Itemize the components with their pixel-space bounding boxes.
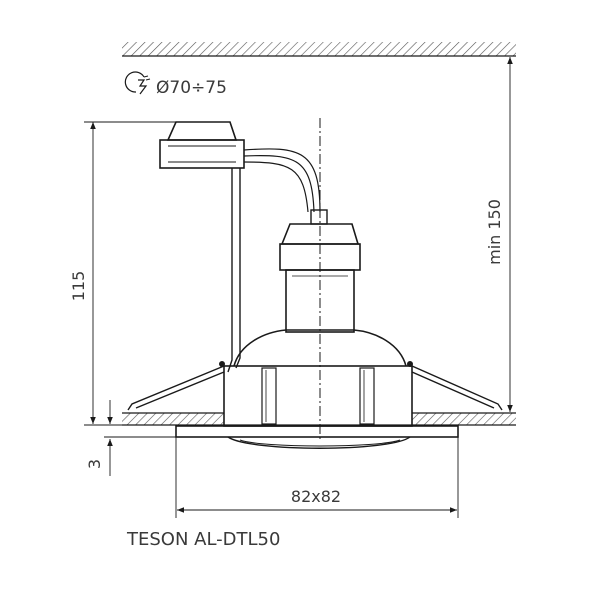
width-dimension: 82x82 (175, 437, 459, 518)
hole-saw-icon (124, 71, 151, 95)
cutout-note: Ø70÷75 (124, 71, 227, 98)
flange-label: 3 (85, 459, 104, 469)
trim-flange (175, 425, 459, 449)
mounting-bracket (227, 168, 241, 373)
height-dimension: 115 (69, 121, 176, 426)
flange-dimension: 3 (85, 400, 176, 476)
ceiling-panel (122, 412, 516, 426)
min-depth-dimension: min 150 (485, 57, 513, 412)
reflector-dome (233, 329, 407, 367)
lamp-socket (279, 209, 361, 333)
spring-clip-left (127, 361, 225, 411)
width-label: 82x82 (291, 487, 341, 506)
spring-clip-right (407, 361, 503, 411)
housing-body (223, 365, 413, 427)
cutout-diameter-text: Ø70÷75 (156, 78, 227, 98)
height-label: 115 (69, 271, 88, 302)
cable-wires (243, 148, 321, 213)
min-depth-label: min 150 (485, 199, 504, 265)
ceiling-top-slab (122, 42, 516, 57)
connector-block (159, 121, 245, 169)
product-name: TESON AL-DTL50 (126, 529, 280, 550)
